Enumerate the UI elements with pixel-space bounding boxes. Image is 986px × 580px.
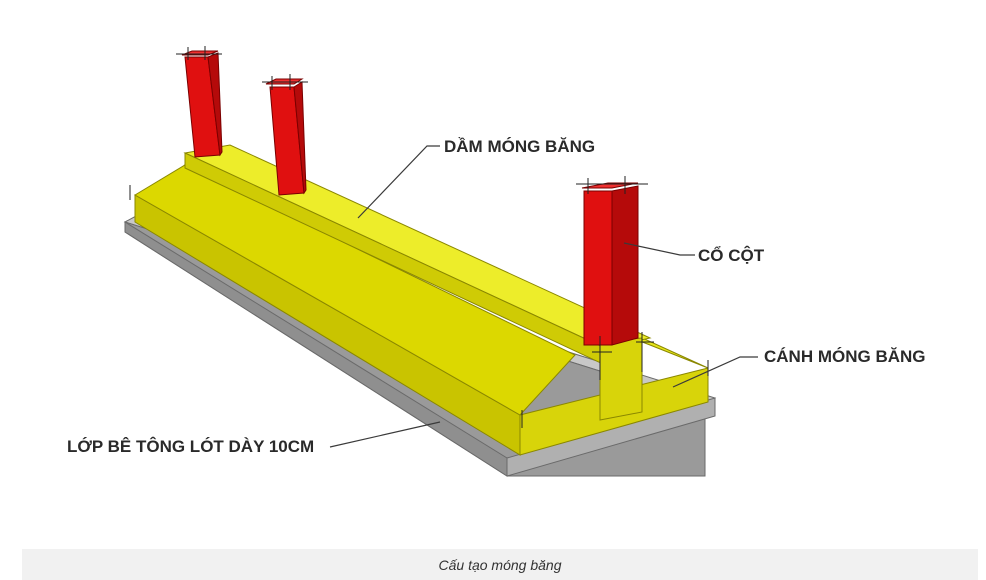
pedestal-front xyxy=(599,337,643,421)
leader-wing xyxy=(672,356,758,388)
column-3-side xyxy=(611,185,639,346)
column-3-front xyxy=(583,190,613,346)
label-column-neck: CỔ CỘT xyxy=(698,246,765,265)
label-beam: DẦM MÓNG BĂNG xyxy=(444,137,595,156)
leader-column-neck xyxy=(623,242,695,256)
footing-wing-front-slope xyxy=(134,164,576,416)
column-2 xyxy=(265,78,307,196)
column-1 xyxy=(181,50,223,158)
rebar-ticks xyxy=(129,46,709,428)
label-lean-concrete: LỚP BÊ TÔNG LÓT DÀY 10CM xyxy=(67,437,314,456)
caption-bar: Cấu tạo móng băng xyxy=(22,549,978,580)
strip-foundation-diagram: DẦM MÓNG BĂNG CỔ CỘT CÁNH MÓNG BĂNG LỚP … xyxy=(67,46,926,477)
leader-lean-concrete xyxy=(329,421,441,448)
column-pedestal xyxy=(599,337,643,421)
figure-caption: Cấu tạo móng băng xyxy=(438,556,562,573)
column-2-side xyxy=(293,81,307,195)
column-3 xyxy=(581,182,639,346)
label-wing: CÁNH MÓNG BĂNG xyxy=(764,347,926,366)
leader-beam xyxy=(357,145,440,219)
